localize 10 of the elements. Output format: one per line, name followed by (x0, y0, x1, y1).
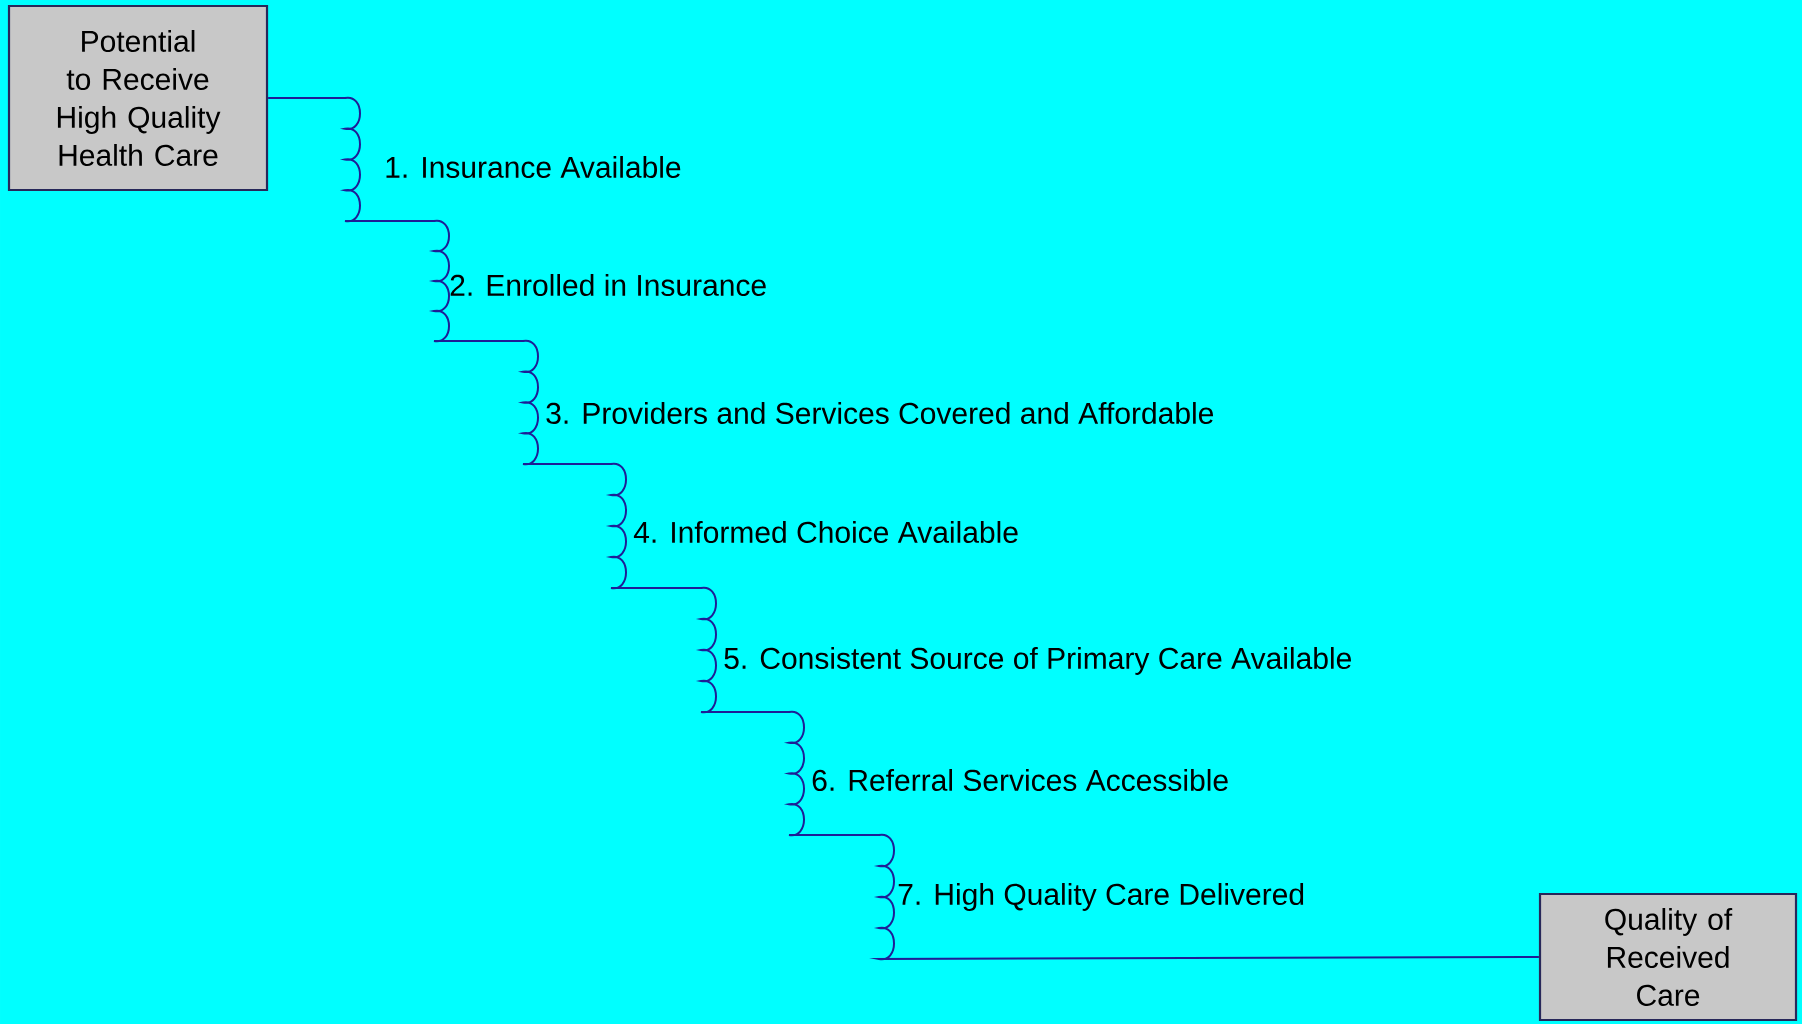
text-box: Quality of Received Care (1538, 892, 1798, 1022)
text-box: Potential to Receive High Quality Health Care (7, 4, 269, 192)
step-label: 6. Referral Services Accessible (812, 769, 1228, 791)
step-label: 3. Providers and Services Covered and Affordable (546, 402, 1214, 424)
step-label: 4. Informed Choice Available (633, 521, 1018, 543)
step-label: 7. High Quality Care Delivered (898, 883, 1304, 911)
step-label: 5. Consistent Source of Primary Care Available (724, 647, 1351, 675)
step-label: 1. Insurance Available (386, 156, 681, 178)
step-label: 2. Enrolled in Insurance (450, 274, 766, 296)
coiled-connector (267, 96, 1540, 961)
